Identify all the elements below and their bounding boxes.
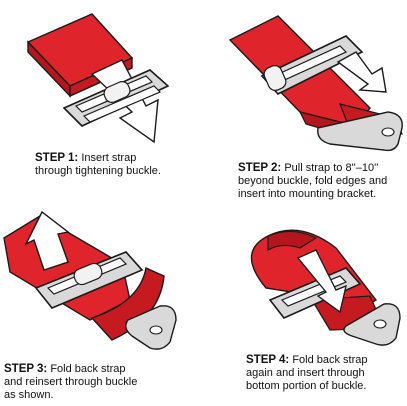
step3-text-line3: as shown. [4, 389, 54, 401]
step2-label: STEP 2: [238, 162, 282, 174]
step1-text-line1: Insert strap [81, 152, 137, 164]
step2-arrow [336, 51, 387, 93]
step3-text-line2: and reinsert through buckle [4, 376, 138, 388]
step1-label: STEP 1: [35, 152, 79, 164]
step1-caption: STEP 1: Insert strap through tightening … [35, 152, 205, 178]
step1-illustration [26, 13, 170, 144]
step4-label: STEP 4: [246, 354, 290, 366]
step4-arrow [296, 249, 347, 314]
step2-text-line3: insert into mounting bracket. [238, 188, 377, 200]
step4-mounting-bracket [343, 303, 401, 346]
step4-text-line3: bottom portion of buckle. [246, 380, 367, 392]
step2-mounting-bracket [317, 111, 403, 152]
step3-mounting-bracket [125, 305, 177, 350]
step2-text-line2: beyond buckle, fold edges and [238, 175, 388, 187]
step3-label: STEP 3: [4, 363, 48, 375]
step1-buckle [62, 69, 170, 127]
step4-text-line2: again and insert through [246, 367, 365, 379]
step4-illustration [250, 229, 401, 346]
step4-caption: STEP 4: Fold back strap again and insert… [246, 354, 406, 393]
step3-caption: STEP 3: Fold back strap and reinsert thr… [4, 363, 194, 402]
step2-buckle [260, 35, 364, 95]
step2-caption: STEP 2: Pull strap to 8''–10'' beyond bu… [238, 162, 406, 201]
step3-text-line1: Fold back strap [50, 363, 126, 375]
step4-text-line1: Fold back strap [292, 354, 368, 366]
step3-illustration [3, 210, 177, 350]
step2-text-line1: Pull strap to 8''–10'' [284, 162, 379, 174]
step1-text-line2: through tightening buckle. [35, 165, 161, 177]
step3-buckle [34, 251, 144, 309]
step2-illustration [228, 15, 403, 152]
step3-arrow [24, 210, 70, 271]
